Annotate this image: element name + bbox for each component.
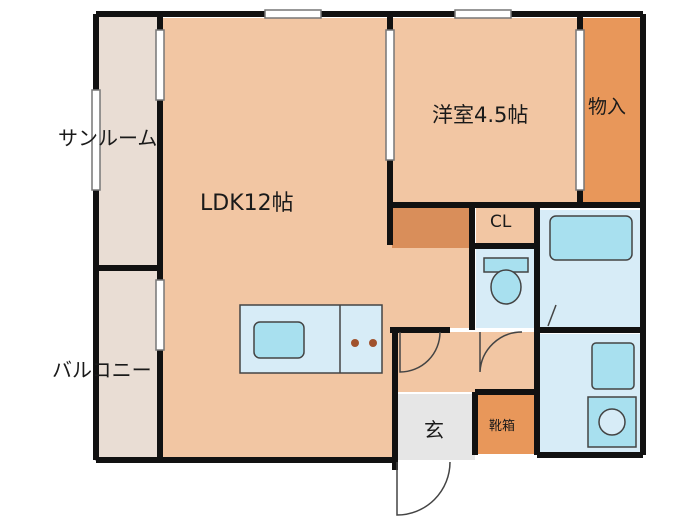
doors [396, 304, 557, 516]
storage-floor [582, 18, 640, 204]
counter-block [392, 206, 470, 248]
washer-drum [598, 408, 626, 436]
balcony-area [95, 269, 161, 461]
shoe-box-label: 靴箱 [489, 419, 516, 434]
entrance-label: 玄 [424, 418, 444, 442]
western-room-label: 洋室4.5帖 [432, 103, 529, 127]
sunroom-label: サンルーム [58, 126, 158, 150]
toilet-bowl [490, 269, 522, 305]
balcony-label: バルコニー [52, 358, 152, 382]
stove-burner-right [369, 339, 377, 347]
ldk-label: LDK12帖 [200, 191, 294, 216]
wash-basin [591, 342, 635, 390]
hallway-floor [395, 332, 537, 392]
sunroom-area [96, 14, 160, 268]
entrance-floor [395, 394, 475, 460]
western-room-floor [392, 18, 580, 204]
closet-floor [476, 206, 534, 244]
shoe-box-floor [478, 394, 534, 454]
bathtub [549, 215, 633, 261]
windows [91, 9, 585, 351]
closet-label: CL [490, 212, 512, 232]
kitchen-sink [253, 321, 305, 359]
storage-label: 物入 [588, 96, 627, 118]
stove-burner-left [351, 339, 359, 347]
